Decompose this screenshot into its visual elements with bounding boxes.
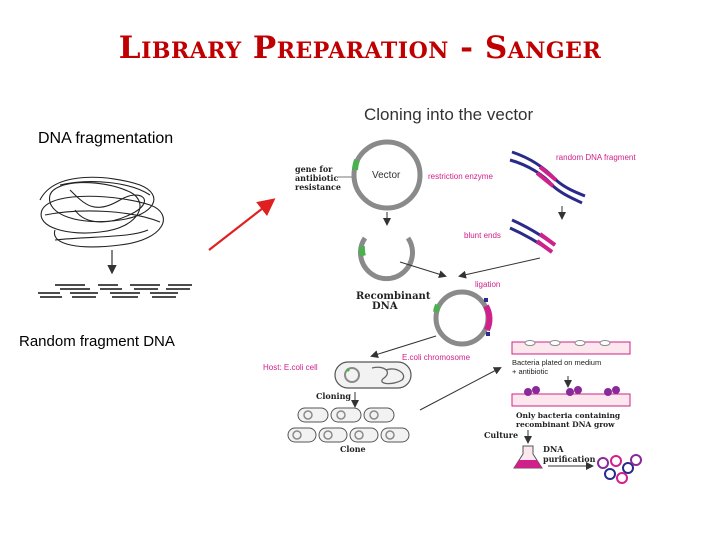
flask-icon xyxy=(513,445,543,469)
recombinant-label-line: DNA xyxy=(372,301,398,312)
plated-label-line: Bacteria plated on medium xyxy=(512,358,601,367)
blunt-insert xyxy=(509,218,557,254)
random-fragment-label: Random fragment DNA xyxy=(19,333,175,350)
clone-cells xyxy=(287,427,410,443)
only-bacteria-label-line: Only bacteria containing xyxy=(516,411,621,420)
dividing-cells xyxy=(297,407,395,423)
figure-heading: Cloning into the vector xyxy=(364,105,533,124)
svg-text:Only bacteria containing r: Only bacteria containing recombinant DNA… xyxy=(516,411,623,429)
recombinant-plasmid xyxy=(433,289,493,347)
dna-fragments xyxy=(38,284,192,298)
clone-label: Clone xyxy=(340,444,366,454)
page-title: Library Preparation - Sanger xyxy=(118,30,602,66)
restriction-label: restriction enzyme xyxy=(428,172,493,181)
colonies-plate xyxy=(511,386,631,407)
svg-text:Bacteria plated on medium: Bacteria plated on medium + antibiotic xyxy=(512,358,603,376)
cloning-label: Cloning xyxy=(316,391,351,401)
vector-plasmid xyxy=(351,139,423,211)
host-label: Host: E.coli cell xyxy=(263,363,318,372)
vector-label: Vector xyxy=(372,170,401,181)
tangled-dna-icon xyxy=(39,176,164,248)
purification-label-line: DNA xyxy=(543,444,564,454)
ligation-label: ligation xyxy=(475,280,500,289)
svg-text:Recombinant DNA: Recombinant DNA xyxy=(356,291,434,312)
gene-label-line: gene for xyxy=(295,164,333,174)
svg-text:DNA purification: DNA purification xyxy=(543,444,596,464)
random-dna-strand xyxy=(509,150,586,205)
red-arrow xyxy=(208,198,276,251)
gene-label-line: resistance xyxy=(295,182,341,192)
purified-plasmids xyxy=(597,454,642,484)
recombinant-label-line: Recombinant xyxy=(356,291,431,302)
purification-label-line: purification xyxy=(543,454,596,464)
svg-text:gene for antibiotic re: gene for antibiotic resistance xyxy=(295,164,341,192)
host-cell xyxy=(334,361,412,389)
chromosome-label: E.coli chromosome xyxy=(402,353,471,362)
dna-fragmentation-label: DNA fragmentation xyxy=(38,130,174,147)
blunt-ends-label: blunt ends xyxy=(464,231,501,240)
only-bacteria-label-line: recombinant DNA grow xyxy=(516,420,615,429)
agar-plate xyxy=(511,340,631,355)
culture-label: Culture xyxy=(484,430,518,440)
random-dna-label: random DNA fragment xyxy=(556,153,636,162)
open-vector xyxy=(358,236,415,282)
gene-label-line: antibiotic xyxy=(295,173,338,183)
plated-label-line: + antibiotic xyxy=(512,367,548,376)
